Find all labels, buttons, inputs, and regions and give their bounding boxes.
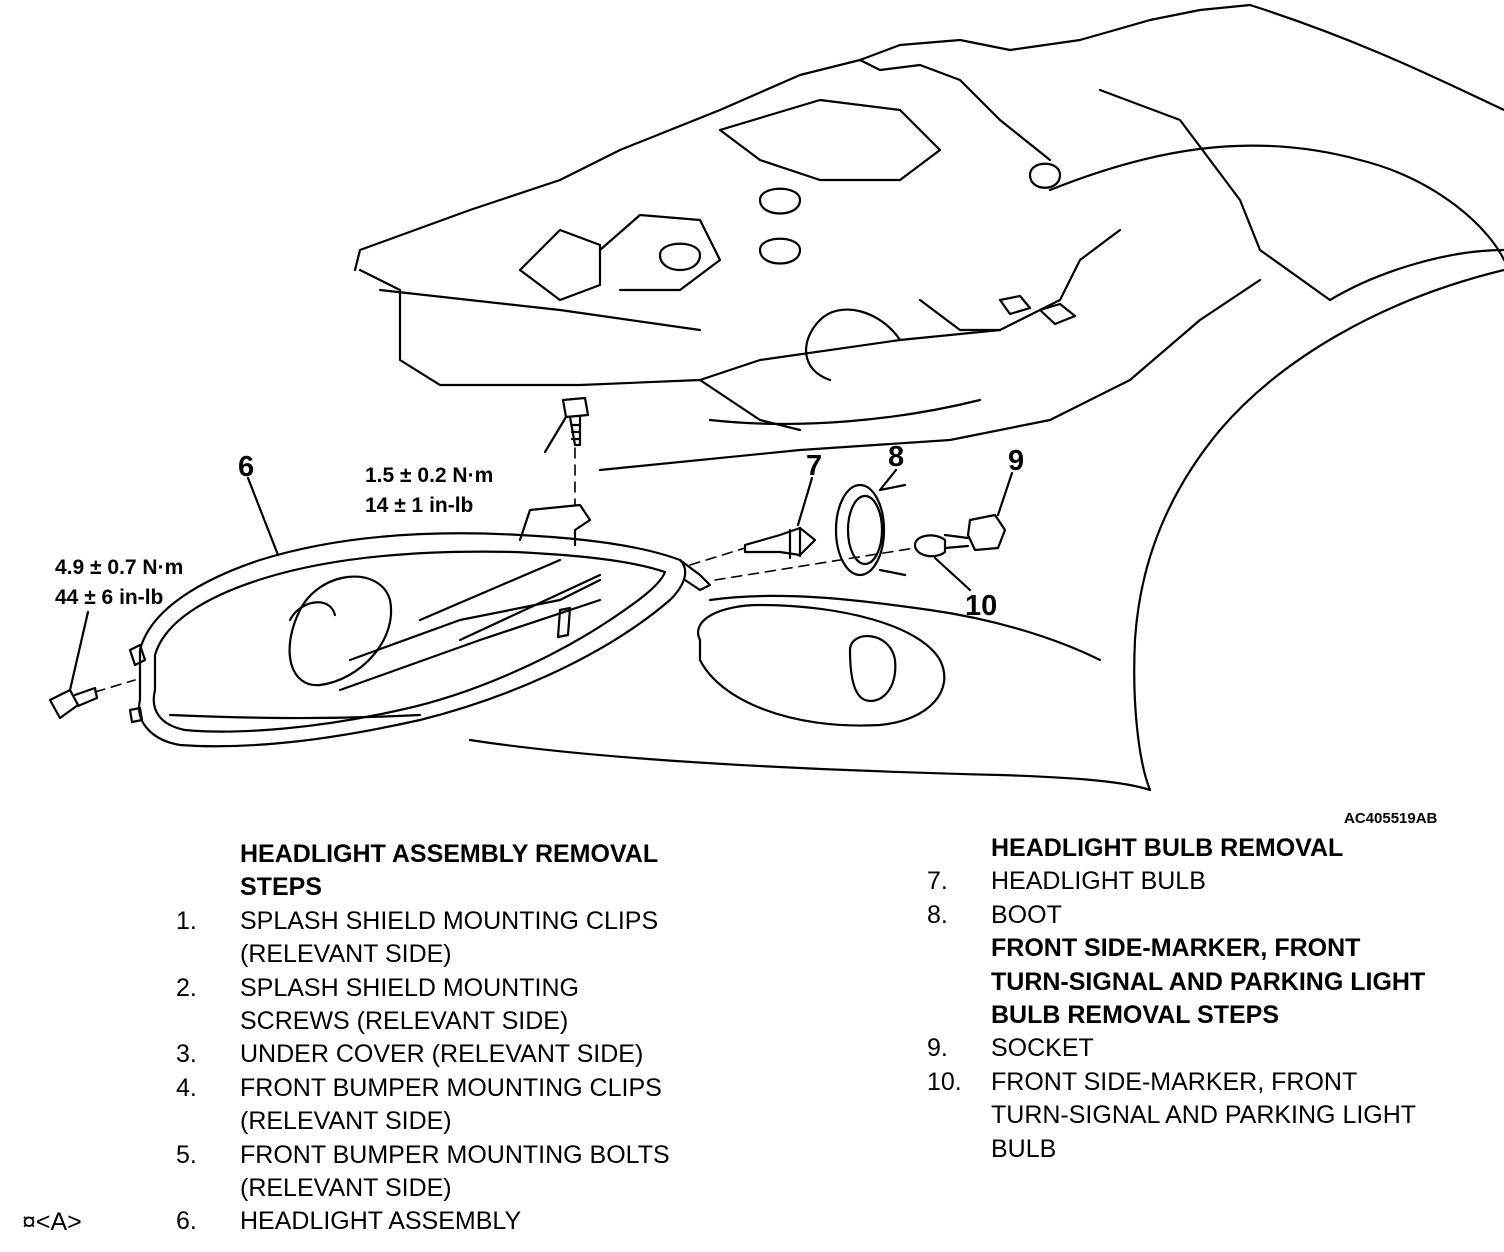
callout-9: 9 [1008,445,1024,477]
step-number: 9. [927,1034,948,1063]
step-text-cont: TURN-SIGNAL AND PARKING LIGHT [991,1101,1417,1130]
step-text: FRONT SIDE-MARKER, FRONT [991,1067,1358,1096]
headlight-assembly-drawing [128,503,712,748]
fastener-and-bulb-parts [48,396,1007,720]
step-number: 5. [176,1140,197,1169]
section-heading: HEADLIGHT ASSEMBLY REMOVAL [240,840,659,868]
step-text-cont: SCREWS (RELEVANT SIDE) [240,1007,569,1036]
step-text-cont: (RELEVANT SIDE) [240,1174,452,1203]
fender-bumper-drawing [468,268,1504,792]
list-item: 5. FRONT BUMPER MOUNTING BOLTS [176,1139,736,1172]
section-heading-cont: BULB REMOVAL STEPS [991,1001,1279,1030]
step-text: FRONT BUMPER MOUNTING CLIPS [240,1073,662,1102]
step-text: SPLASH SHIELD MOUNTING CLIPS [240,906,659,935]
engine-bay-drawing [353,3,1504,472]
torque-side-metric: 4.9 ± 0.7 N·m [55,556,183,579]
section-heading: HEADLIGHT BULB REMOVAL [991,834,1344,862]
headlight-exploded-illustration: 6 7 8 9 10 1.5 ± 0.2 N·m 14 ± 1 in-lb 4.… [48,3,1504,827]
callout-7: 7 [806,450,822,482]
callout-10: 10 [965,590,997,622]
list-item: 9. SOCKET [927,1032,1487,1065]
step-number: 7. [927,867,948,896]
step-text-cont: (RELEVANT SIDE) [240,940,452,969]
section-heading-cont: STEPS [240,873,322,902]
list-item: 6. HEADLIGHT ASSEMBLY [176,1205,736,1238]
step-number: 1. [176,906,197,935]
step-number: 2. [176,973,197,1002]
step-text: UNDER COVER (RELEVANT SIDE) [240,1040,644,1069]
list-item: 8. BOOT [927,899,1487,932]
headlight-assembly-removal-steps: HEADLIGHT ASSEMBLY REMOVAL STEPS 1. SPLA… [176,838,736,1239]
step-number: 6. [176,1207,197,1236]
bulb-removal-steps: HEADLIGHT BULB REMOVAL 7. HEADLIGHT BULB… [927,832,1487,1166]
callout-6: 6 [238,451,254,483]
torque-upper-metric: 1.5 ± 0.2 N·m [365,464,493,487]
step-text: SOCKET [991,1034,1094,1063]
section-heading: FRONT SIDE-MARKER, FRONT [991,934,1361,963]
callout-8: 8 [888,441,904,473]
list-item: 3. UNDER COVER (RELEVANT SIDE) [176,1038,736,1071]
step-number: 8. [927,900,948,929]
torque-upper-imperial: 14 ± 1 in-lb [365,494,473,517]
list-item: 1. SPLASH SHIELD MOUNTING CLIPS [176,905,736,938]
list-item: 4. FRONT BUMPER MOUNTING CLIPS [176,1072,736,1105]
step-text: FRONT BUMPER MOUNTING BOLTS [240,1140,670,1169]
list-item: 2. SPLASH SHIELD MOUNTING [176,972,736,1005]
step-text: SPLASH SHIELD MOUNTING [240,973,579,1002]
step-number: 4. [176,1073,197,1102]
torque-side-imperial: 44 ± 6 in-lb [55,586,163,609]
service-point-mark: ¤<A> [22,1208,82,1236]
leader-lines [68,415,1014,692]
list-item: 7. HEADLIGHT BULB [927,865,1487,898]
list-item: 10. FRONT SIDE-MARKER, FRONT [927,1066,1487,1099]
step-text: HEADLIGHT ASSEMBLY [240,1207,522,1236]
step-text-cont: BULB [991,1134,1057,1163]
step-text-cont: (RELEVANT SIDE) [240,1107,452,1136]
section-heading-cont: TURN-SIGNAL AND PARKING LIGHT [991,967,1426,996]
step-number: 3. [176,1040,197,1069]
figure-id: AC405519AB [1344,810,1438,827]
step-text: BOOT [991,900,1062,929]
step-text: HEADLIGHT BULB [991,867,1206,896]
step-number: 10. [927,1067,962,1096]
alignment-dashed-lines [94,447,916,693]
